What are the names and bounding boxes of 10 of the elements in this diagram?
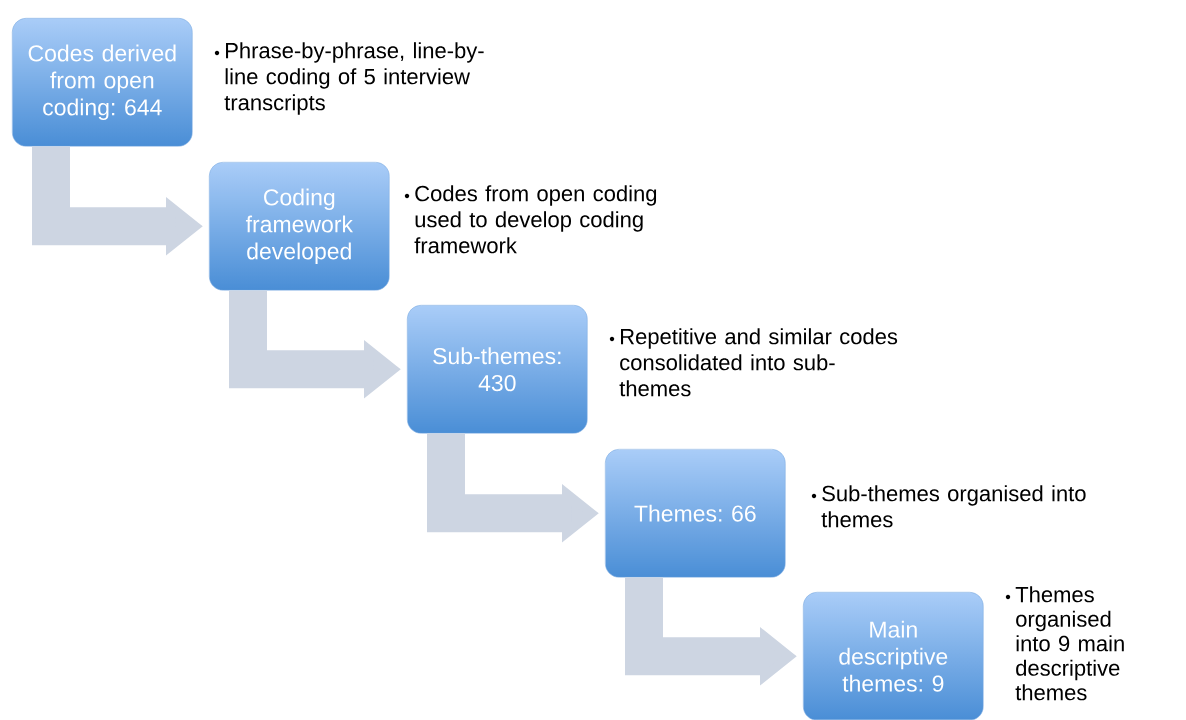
bullet-text: Themes organised into 9 main descriptive themes (1015, 586, 1124, 701)
process-box: Sub-themes: 430 (407, 305, 588, 434)
bullet-text: Phrase-by-phrase, line-by-line coding of 5 interview transcripts (224, 42, 484, 115)
process-box: Codes derived from open coding: 644 (12, 18, 193, 147)
process-box: Coding framework developed (209, 162, 390, 291)
bullet-text: Codes from open coding used to develop coding framework (414, 185, 657, 254)
bullet-text: Repetitive and similar codes consolidated into sub-themes (619, 328, 898, 397)
process-box: Main descriptive themes: 9 (803, 592, 984, 720)
bullet-text: Sub-themes organised into themes (821, 485, 1086, 528)
process-box: Themes: 66 (605, 449, 786, 578)
